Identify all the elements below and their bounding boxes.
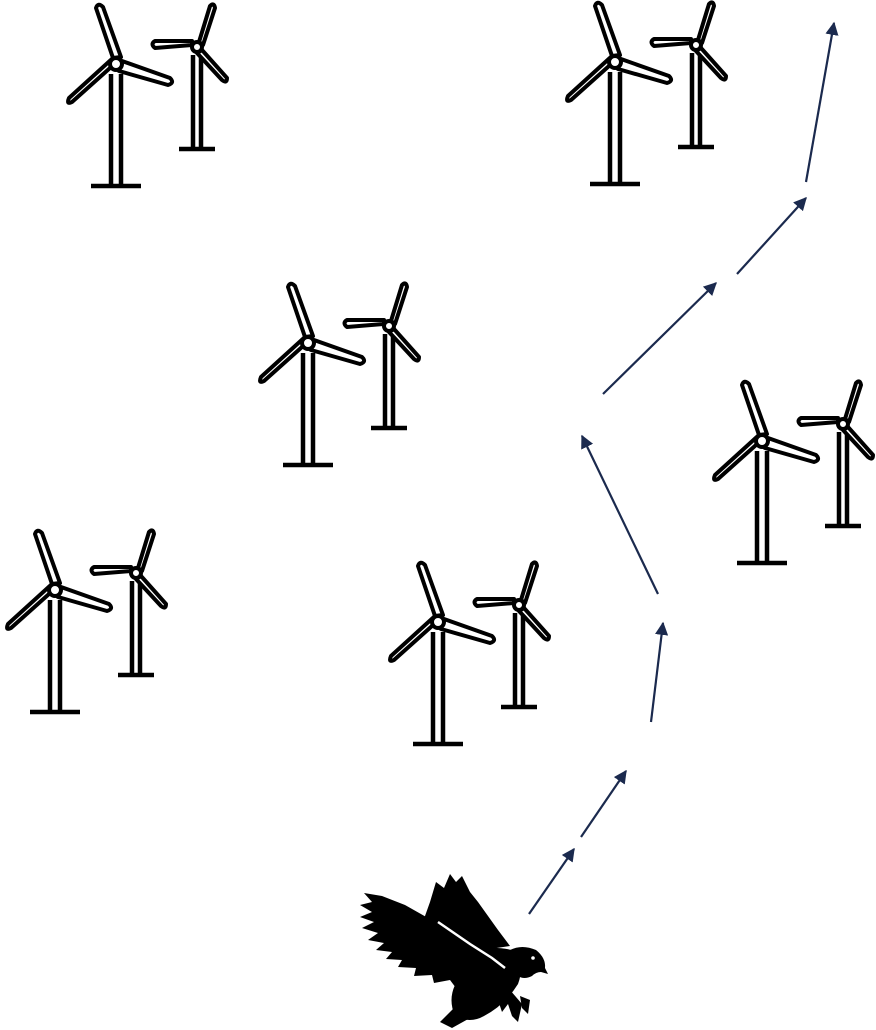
eagle-icon — [360, 874, 548, 1028]
arrow-icon — [806, 23, 834, 182]
wind-turbine-icon — [68, 4, 227, 186]
wind-turbine-icon — [714, 381, 873, 563]
arrow-icon — [581, 771, 626, 837]
wind-turbine-icon — [7, 530, 166, 712]
wind-turbine-icon — [390, 562, 549, 744]
wind-turbine-group-top-right — [567, 2, 726, 184]
wind-turbine-icon — [567, 2, 726, 184]
flight-path — [529, 23, 834, 914]
wind-turbine-group-top-left — [68, 4, 227, 186]
arrow-icon — [582, 436, 658, 594]
arrow-icon — [529, 849, 574, 914]
wind-turbine-group-lower-center — [390, 562, 549, 744]
arrow-icon — [651, 623, 663, 722]
wind-turbine-group-right — [714, 381, 873, 563]
wind-turbine-group-center — [260, 283, 419, 465]
wind-turbine-group-left — [7, 530, 166, 712]
wind-turbine-icon — [260, 283, 419, 465]
arrow-icon — [603, 283, 716, 394]
arrow-icon — [737, 198, 806, 274]
